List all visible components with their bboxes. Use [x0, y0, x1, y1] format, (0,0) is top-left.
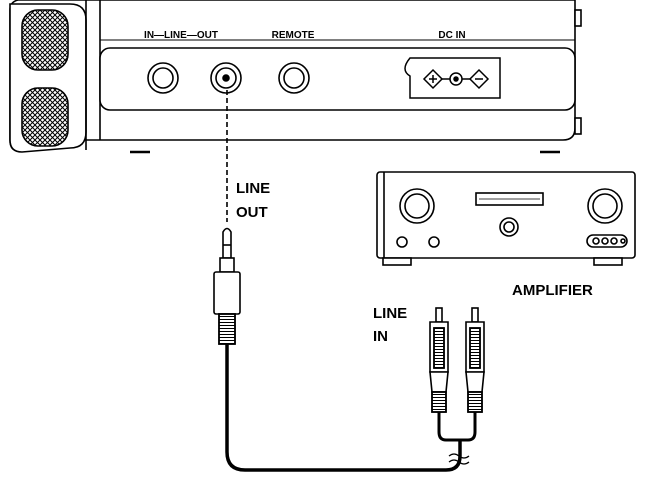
callout-line-in-line2: IN [373, 328, 388, 345]
rca-plug-left [429, 307, 449, 413]
jack-in-line-out [147, 62, 179, 94]
cable-break-mark [448, 453, 470, 465]
amplifier-unit [376, 171, 636, 266]
mini-plug [213, 227, 241, 345]
amplifier-label: AMPLIFIER [512, 282, 593, 299]
rca-plug-right [465, 307, 485, 413]
amplifier-button-2 [428, 236, 440, 248]
callout-line-out-line1: LINE [236, 180, 270, 197]
callout-line-out-line2: OUT [236, 204, 268, 221]
microphone-mesh-lower [21, 87, 69, 147]
label-dc-in: DC IN [438, 30, 465, 41]
label-in-line-out: IN—LINE—OUT [144, 30, 218, 41]
callout-line-in-line1: LINE [373, 305, 407, 322]
label-remote: REMOTE [272, 30, 315, 41]
amplifier-button-1 [396, 236, 408, 248]
rca-split-cable [437, 412, 477, 446]
audio-cable [225, 344, 462, 472]
microphone-mesh-upper [21, 9, 69, 71]
jack-line-out-connected [210, 62, 242, 94]
jack-remote [278, 62, 310, 94]
dc-in-polarity-symbol [404, 57, 501, 99]
